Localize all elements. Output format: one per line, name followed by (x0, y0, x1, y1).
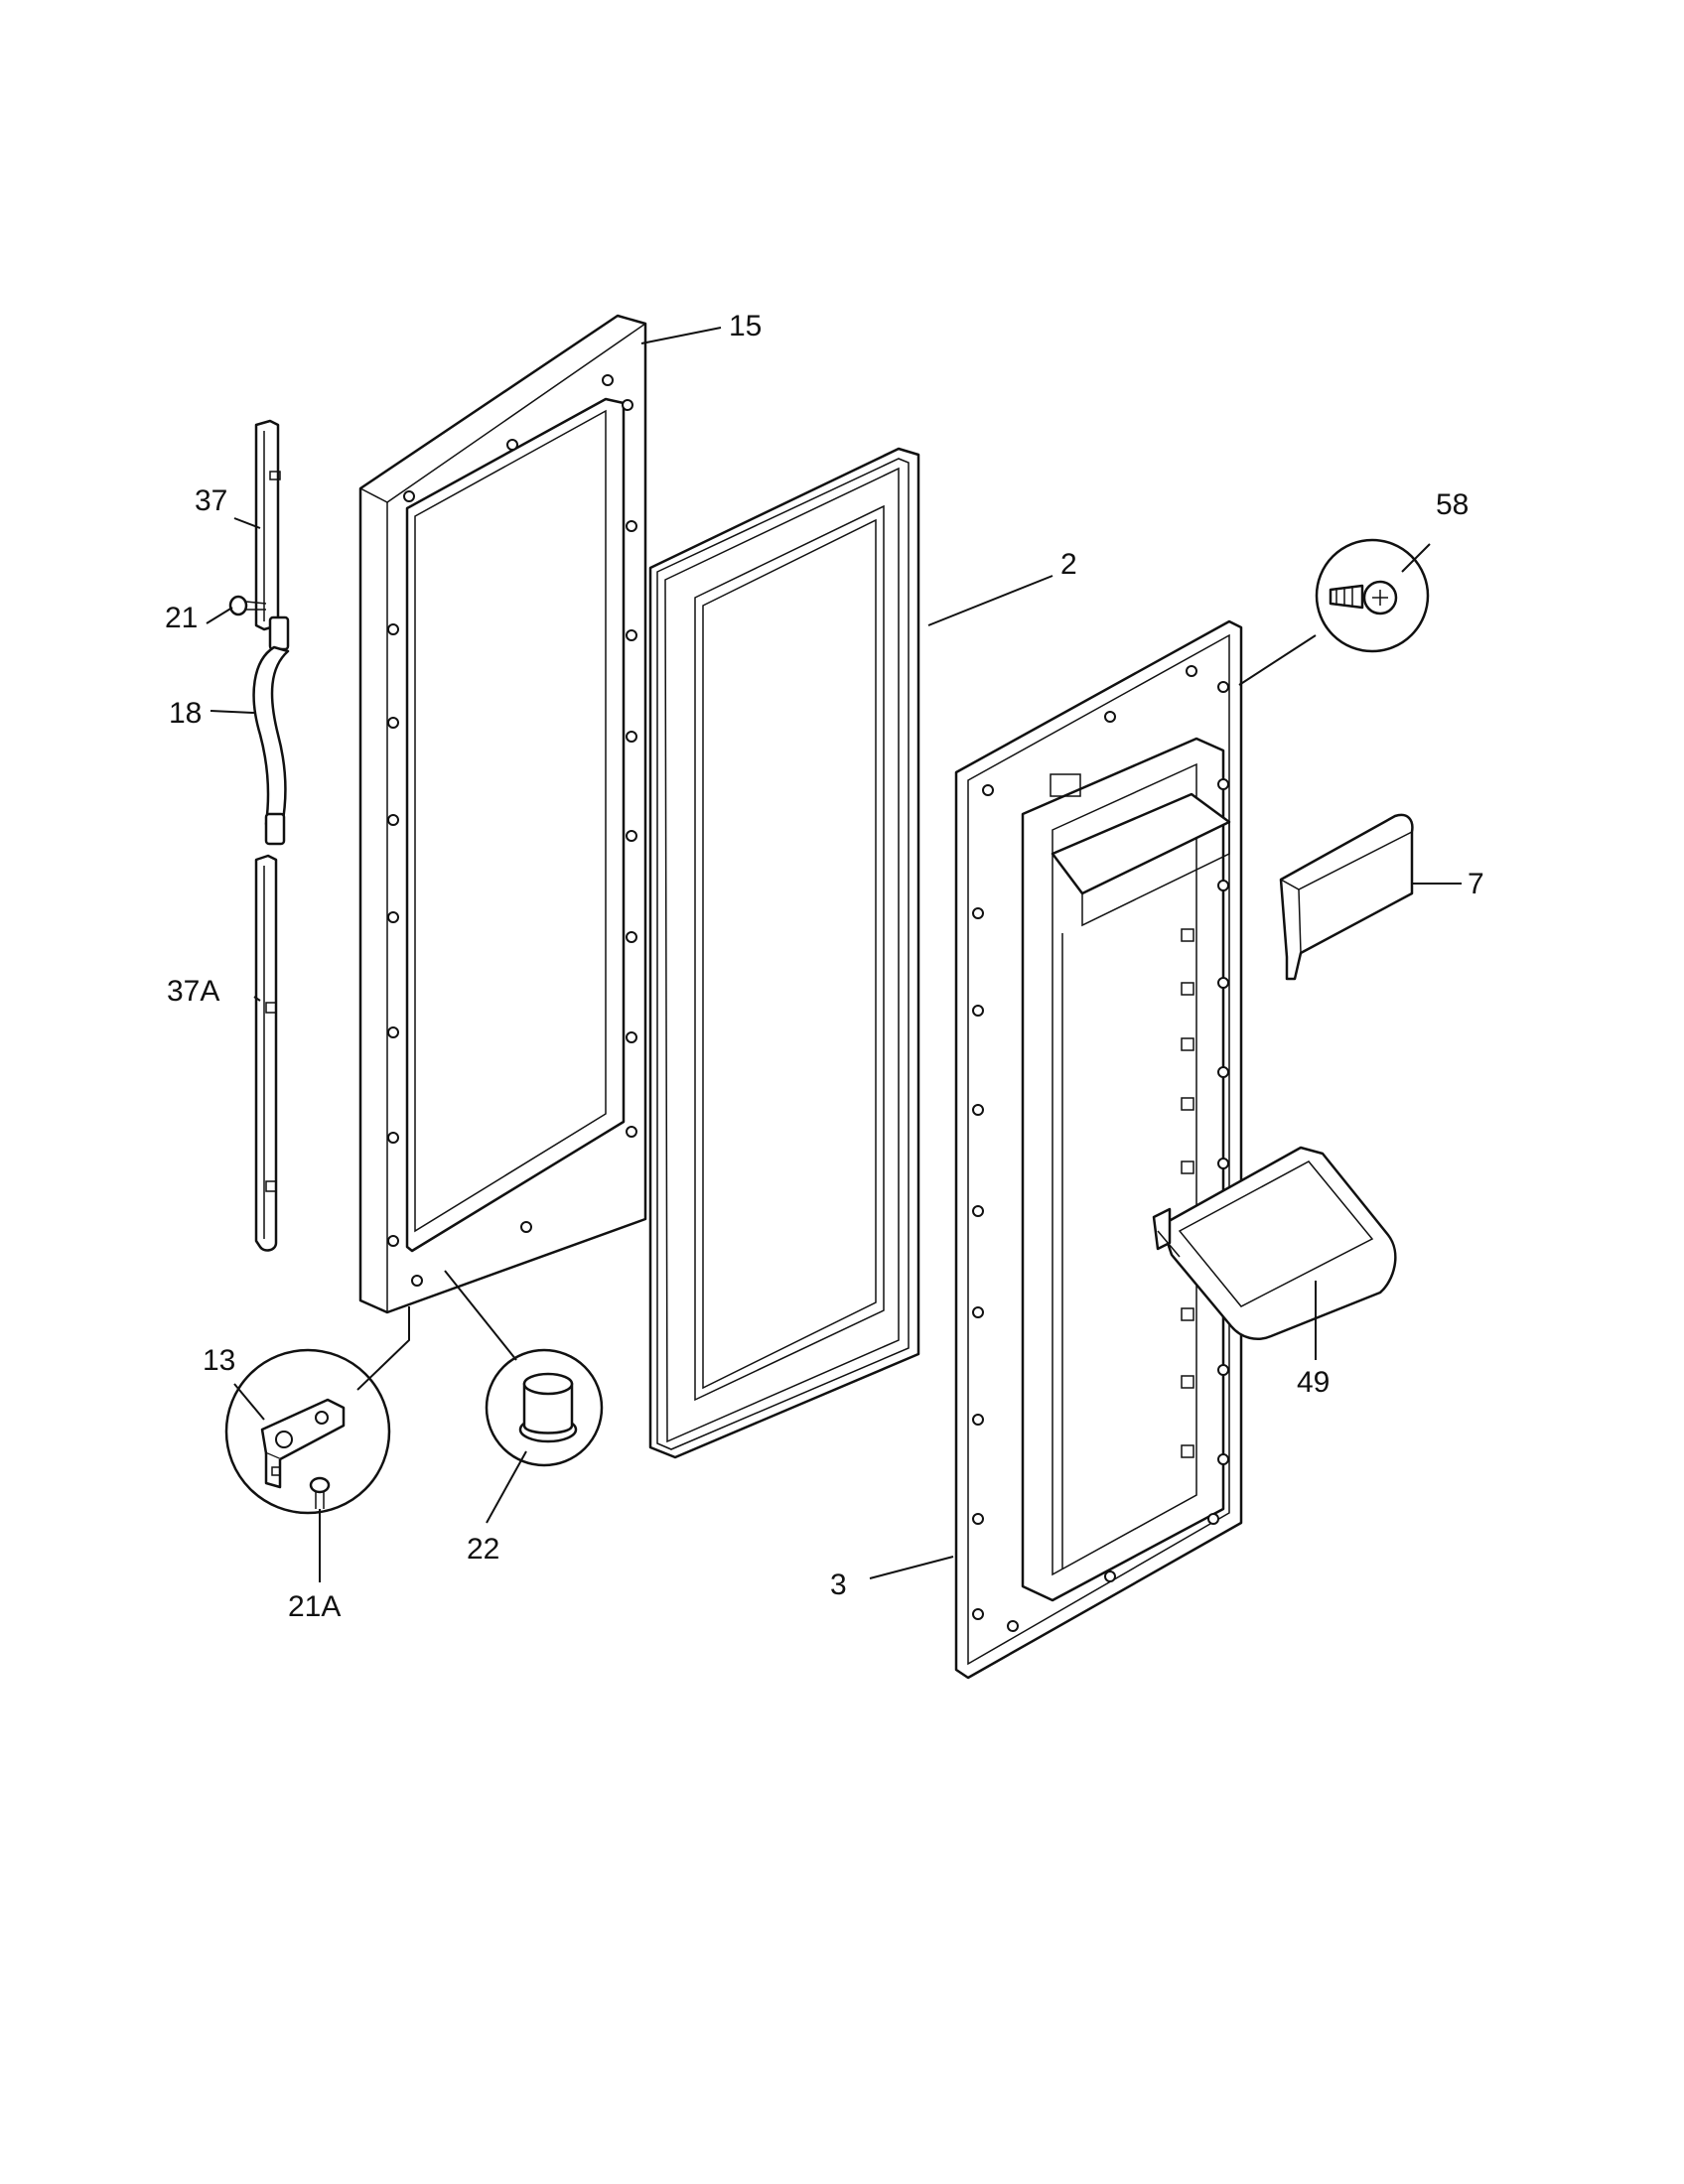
label-13: 13 (203, 1344, 235, 1377)
label-3: 3 (830, 1569, 847, 1601)
part-58-screw-inset (1315, 538, 1430, 653)
label-58: 58 (1436, 488, 1469, 521)
label-21a: 21A (288, 1590, 341, 1623)
part-2-gasket (648, 447, 920, 1459)
part-labels: 15 37 21 18 37A 2 58 7 49 3 13 21A 22 (165, 310, 1484, 1623)
leader-lines (206, 327, 1462, 1582)
label-49: 49 (1297, 1366, 1330, 1399)
part-18-handle (252, 615, 290, 846)
label-37a: 37A (167, 975, 219, 1008)
frame-holes (387, 374, 637, 1287)
part-3-inner-liner (954, 619, 1243, 1680)
part-7-cover (1279, 813, 1414, 981)
label-15: 15 (729, 310, 762, 342)
label-18: 18 (169, 697, 202, 730)
liner-holes (972, 665, 1229, 1632)
part-15-door-frame (358, 314, 647, 1314)
label-22: 22 (467, 1533, 499, 1566)
part-21-screw (228, 595, 267, 616)
label-21: 21 (165, 602, 198, 634)
part-37-trim-strip (254, 419, 281, 631)
part-49-door-bin (1152, 1146, 1397, 1340)
label-7: 7 (1468, 868, 1484, 900)
label-2: 2 (1060, 548, 1077, 581)
label-37: 37 (195, 484, 227, 517)
part-13-bracket-inset (224, 1348, 391, 1515)
part-22-bumper-inset (485, 1348, 604, 1467)
part-37a-trim-strip (254, 854, 278, 1252)
